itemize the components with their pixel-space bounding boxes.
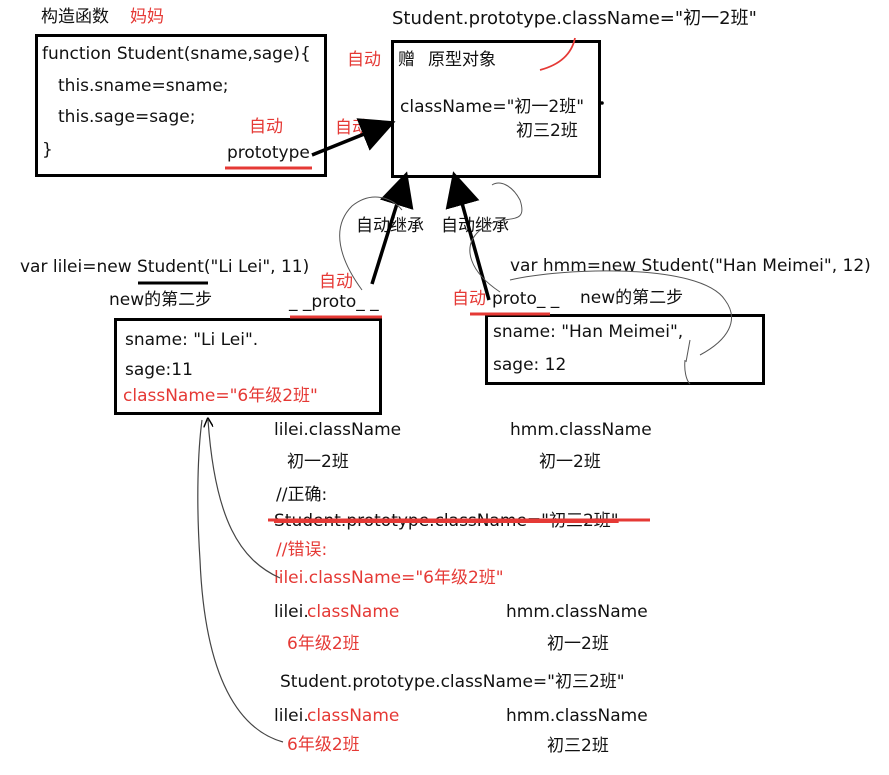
note-value-1-right: 初一2班: [539, 452, 601, 472]
note-value-2-right: 初一2班: [547, 634, 609, 654]
code-line-1: function Student(sname,sage){: [42, 44, 311, 64]
auto-label-gift: 自动: [347, 50, 381, 70]
note-value-3-right: 初三2班: [547, 736, 609, 756]
proto-new-value: 初三2班: [516, 121, 578, 141]
new-step2-right: new的第二步: [580, 288, 684, 308]
proto-dot: [600, 101, 604, 105]
note-classname-red-2: className: [307, 602, 400, 622]
note-lilei-prefix-2: lilei.: [274, 602, 309, 622]
code-line-3: this.sage=sage;: [58, 107, 196, 127]
note-hmm-classname-3: hmm.className: [506, 706, 648, 726]
auto-label-lilei-proto: 自动: [319, 272, 353, 292]
top-assign-curve: [539, 37, 576, 71]
var-lilei: var lilei=new Student("Li Lei", 11): [20, 257, 310, 277]
note-lilei-prefix-3: lilei.: [274, 706, 309, 726]
note-lilei-classname-1: lilei.className: [274, 420, 402, 440]
code-line-4: }: [42, 140, 53, 160]
gift-label: 赠: [398, 50, 415, 70]
hmm-sname: sname: "Han Meimei",: [493, 322, 684, 342]
proto-lilei-label: _ _proto_ _: [289, 292, 379, 312]
prototype-label: prototype: [227, 143, 310, 163]
inherit-loop-left: [339, 196, 403, 291]
inherit-arrow-right: [445, 171, 491, 301]
hmm-tick: [685, 339, 691, 363]
auto-label-prototype: 自动: [249, 117, 283, 137]
note-hmm-classname-2: hmm.className: [506, 602, 648, 622]
lilei-sname: sname: "Li Lei".: [125, 330, 259, 350]
lilei-object-box: [114, 318, 382, 415]
hmm-sage: sage: 12: [493, 355, 567, 375]
note-grade6-1: 6年级2班: [287, 634, 360, 654]
lilei-sage: sage:11: [125, 360, 193, 380]
prototype-box: [391, 40, 601, 178]
note-assign-proto: Student.prototype.className="初三2班": [280, 672, 625, 692]
note-assign-lilei: lilei.className="6年级2班": [274, 568, 504, 588]
prototype-arrow: [311, 118, 396, 157]
note-wrong: //错误:: [276, 540, 328, 560]
lilei-ref-curve-1: [208, 420, 281, 579]
hmm-tick-2: [684, 359, 691, 385]
constructor-box: [35, 34, 327, 177]
note-classname-red-3: className: [307, 706, 400, 726]
lilei-classname: className="6年级2班": [123, 386, 318, 406]
note-hmm-classname-1: hmm.className: [510, 420, 652, 440]
constructor-title: 构造函数: [41, 7, 109, 27]
inherit-arrow-left: [370, 171, 414, 285]
proto-classname: className="初一2班": [400, 97, 585, 117]
inherit-loop-right: [469, 182, 523, 293]
hmm-loop: [509, 270, 732, 356]
note-correct: //正确:: [276, 485, 328, 505]
auto-label-hmm-proto: 自动: [452, 289, 486, 309]
new-step2-left: new的第二步: [109, 290, 213, 310]
note-value-1-left: 初一2班: [287, 452, 349, 472]
top-assign-text: Student.prototype.className="初一2班": [392, 8, 757, 29]
proto-object-label: 原型对象: [428, 50, 496, 70]
note-grade6-2: 6年级2班: [287, 735, 360, 755]
code-line-2: this.sname=sname;: [58, 76, 229, 96]
lilei-ref-curve-2: [197, 419, 284, 743]
proto-hmm-label: proto_ _: [492, 289, 560, 309]
hmm-object-box: [485, 314, 765, 385]
inherit-label-right: 自动继承: [441, 216, 509, 236]
mom-label: 妈妈: [130, 7, 164, 27]
